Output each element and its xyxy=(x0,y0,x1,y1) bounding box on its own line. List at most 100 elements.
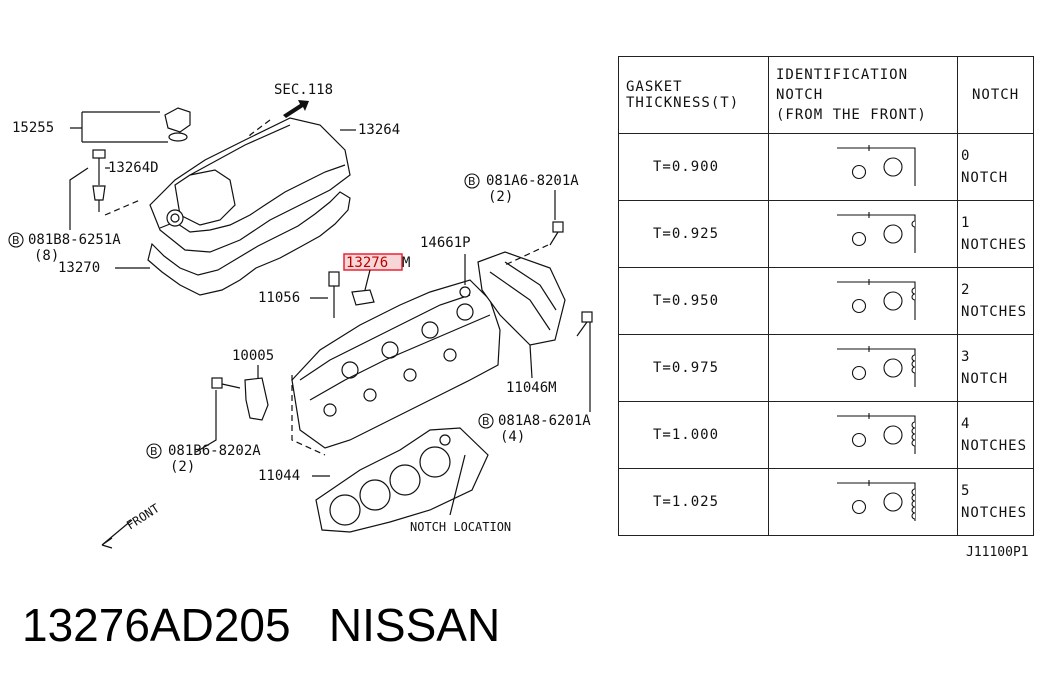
gasket-edge xyxy=(837,482,916,521)
highlighted-part-13276m: 13276 M xyxy=(343,253,410,271)
gasket-thickness-table: GASKET THICKNESS(T) IDENTIFICATION NOTCH… xyxy=(618,56,1034,536)
bolt-13264d xyxy=(92,149,106,212)
label-11046m: 11046M xyxy=(506,380,557,396)
sec-leader-dashed xyxy=(244,119,271,171)
dowel-hole xyxy=(883,291,903,311)
bolt-hole xyxy=(851,164,867,180)
bracket-10005 xyxy=(244,377,269,421)
bolt-symbol-icon xyxy=(478,413,494,429)
header-gasket-thickness: GASKET THICKNESS(T) xyxy=(618,56,769,134)
notch-mark xyxy=(911,421,916,447)
cell-notch-graphic xyxy=(768,267,958,335)
label-081b8-qty: (8) xyxy=(34,248,59,264)
rocker-cover-gasket-13270 xyxy=(147,191,351,296)
gasket-edge xyxy=(837,348,916,387)
svg-text:B: B xyxy=(150,445,158,458)
label-sec-118: SEC.118 xyxy=(274,82,333,98)
gasket-edge xyxy=(837,415,916,454)
gasket-edge xyxy=(837,214,916,253)
cover-11046m xyxy=(477,251,566,346)
bolt-081a8 xyxy=(576,311,593,337)
cell-thickness: T=0.900 xyxy=(618,133,769,201)
svg-text:13276: 13276 xyxy=(346,255,388,271)
brand-name: NISSAN xyxy=(328,599,501,651)
part-number: 13276AD205 xyxy=(22,599,291,651)
bolt-081a6 xyxy=(549,221,564,246)
label-notch-location: NOTCH LOCATION xyxy=(410,520,511,534)
notch-mark xyxy=(911,488,916,520)
bolt-081b6 xyxy=(211,377,241,389)
cell-notch-graphic xyxy=(768,468,958,536)
notch-diagram xyxy=(837,212,916,253)
cell-thickness: T=0.975 xyxy=(618,334,769,402)
notch-mark xyxy=(911,354,916,374)
cell-thickness: T=1.000 xyxy=(618,401,769,469)
gasket-edge xyxy=(837,281,916,320)
label-13264d: 13264D xyxy=(108,160,159,176)
label-front: FRONT xyxy=(124,501,162,532)
label-081a6-8201a: 081A6-8201A xyxy=(486,173,579,189)
cell-thickness: T=0.950 xyxy=(618,267,769,335)
label-081a6-qty: (2) xyxy=(488,189,513,205)
svg-text:M: M xyxy=(402,255,410,271)
cell-thickness: T=1.025 xyxy=(618,468,769,536)
notch-mark xyxy=(911,220,916,228)
cylinder-head xyxy=(291,279,501,449)
bolt-symbol-icon xyxy=(464,173,480,189)
label-081a8-qty: (4) xyxy=(500,429,525,445)
gasket-edge xyxy=(837,147,916,186)
bolt-hole xyxy=(851,432,867,448)
part-caption: 13276AD205 NISSAN xyxy=(22,598,500,652)
cell-notch-graphic xyxy=(768,334,958,402)
notch-mark xyxy=(911,287,916,301)
head-gasket-11044 xyxy=(315,427,489,533)
label-14661p: 14661P xyxy=(420,235,471,251)
svg-text:B: B xyxy=(468,175,476,188)
bolt-hole xyxy=(851,365,867,381)
notch-diagram xyxy=(837,346,916,387)
front-arrow-icon xyxy=(101,519,133,549)
bolt-hole xyxy=(851,231,867,247)
cell-notch-graphic xyxy=(768,133,958,201)
bolt-hole xyxy=(851,298,867,314)
notch-diagram xyxy=(837,413,916,454)
notch-diagram xyxy=(837,279,916,320)
label-13270: 13270 xyxy=(58,260,100,276)
dowel-hole xyxy=(883,358,903,378)
header-notch: NOTCH xyxy=(957,56,1034,134)
plug-13276m xyxy=(351,289,375,306)
notch-diagram xyxy=(837,145,916,186)
sec-arrow-icon xyxy=(283,100,309,118)
diagram-code: J11100P1 xyxy=(966,545,1029,560)
dowel-hole xyxy=(883,492,903,512)
label-15255: 15255 xyxy=(12,120,54,136)
bolt-hole xyxy=(851,499,867,515)
cell-notch-graphic xyxy=(768,401,958,469)
dowel-hole xyxy=(883,425,903,445)
svg-text:B: B xyxy=(12,234,20,247)
label-081a8-6201a: 081A8-6201A xyxy=(498,413,591,429)
head-bolt-11056 xyxy=(328,271,340,318)
svg-text:B: B xyxy=(482,415,490,428)
dowel-hole xyxy=(883,224,903,244)
bolt-symbol-icon xyxy=(8,232,24,248)
notch-diagram xyxy=(837,480,916,521)
exploded-parts-diagram: SEC.118 13264 15255 13264D B 081B8-6251A… xyxy=(8,82,593,549)
table-header-row: GASKET THICKNESS(T) IDENTIFICATION NOTCH… xyxy=(618,56,1034,134)
cell-notch-graphic xyxy=(768,200,958,268)
label-10005: 10005 xyxy=(232,348,274,364)
bolt-symbol-icon xyxy=(146,443,162,459)
label-081b6-8202a: 081B6-8202A xyxy=(168,443,261,459)
label-081b6-qty: (2) xyxy=(170,459,195,475)
label-11056: 11056 xyxy=(258,290,300,306)
